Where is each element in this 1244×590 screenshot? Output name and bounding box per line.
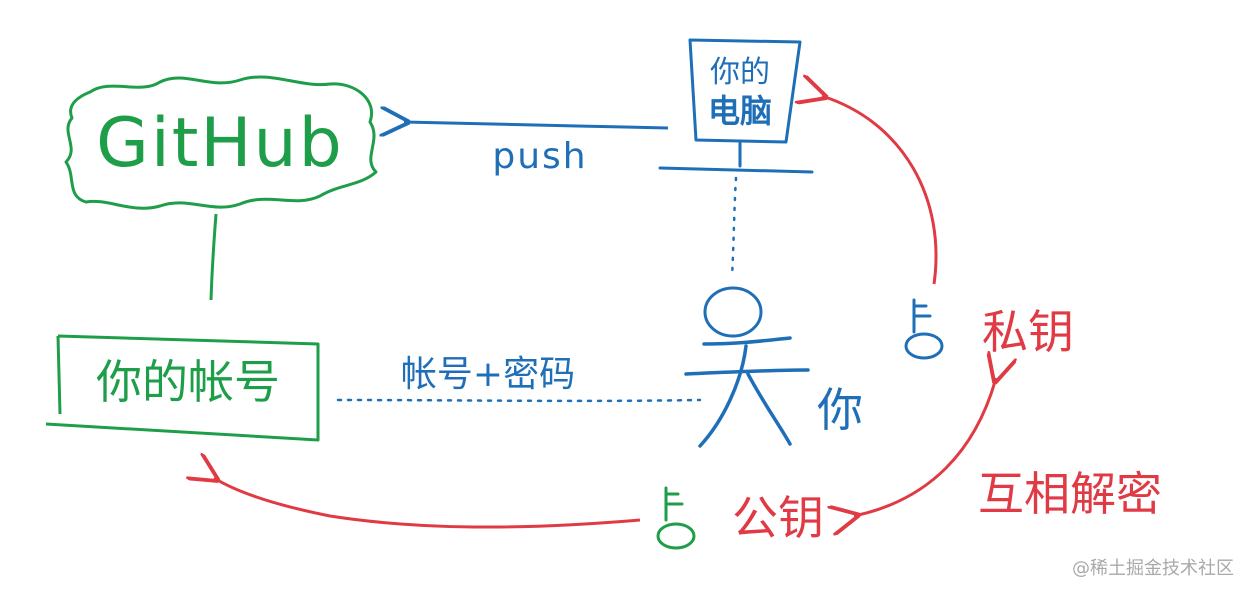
public-key-account-arrow — [214, 478, 641, 529]
public-key-node: 公钥 — [656, 486, 824, 550]
push-edge: push — [404, 122, 669, 177]
mutual-decrypt-edge: 互相解密 — [854, 378, 1162, 521]
github-node: GitHub — [64, 75, 378, 210]
github-label: GitHub — [96, 104, 344, 183]
account-box-outline — [45, 334, 320, 442]
computer-label-line2: 电脑 — [708, 92, 772, 130]
push-arrow — [404, 122, 669, 128]
computer-monitor-outline — [688, 38, 802, 144]
person-icon — [684, 286, 810, 448]
credentials-dotted-link — [336, 398, 702, 403]
credentials-edge: 帐号+密码 — [336, 354, 702, 403]
account-node: 你的帐号 — [45, 334, 320, 442]
computer-stand — [658, 140, 814, 174]
github-account-connector — [209, 213, 218, 301]
private-key-computer-arrow — [822, 96, 938, 285]
you-label: 你 — [817, 383, 863, 437]
person-body — [684, 336, 810, 448]
public-key-label: 公钥 — [732, 491, 824, 545]
computer-you-dotted-link — [730, 176, 738, 278]
watermark: @稀土掘金技术社区 — [1072, 558, 1234, 579]
private-key-node: 私钥 — [904, 298, 1074, 360]
mutual-decrypt-label: 互相解密 — [978, 467, 1162, 521]
person-head — [703, 286, 763, 338]
github-cloud-outline — [64, 75, 378, 210]
computer-label-line1: 你的 — [710, 55, 770, 90]
push-label: push — [492, 136, 587, 177]
computer-node: 你的 电脑 — [658, 38, 814, 174]
public-key-icon — [656, 486, 696, 550]
account-label: 你的帐号 — [96, 355, 280, 409]
private-key-icon — [904, 298, 944, 360]
private-key-label: 私钥 — [982, 305, 1074, 359]
mutual-decrypt-arrow — [854, 378, 996, 516]
you-node: 你 — [684, 286, 863, 448]
credentials-label: 帐号+密码 — [401, 354, 575, 395]
